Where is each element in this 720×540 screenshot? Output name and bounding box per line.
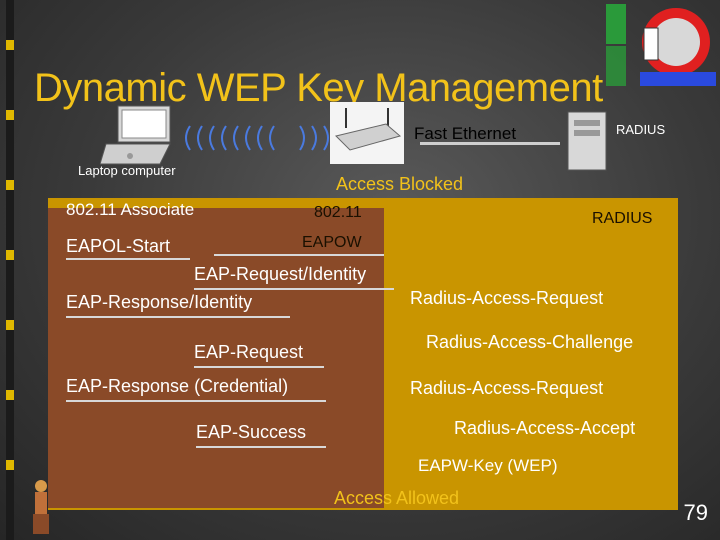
associate-label: 802.11 Associate [66, 200, 195, 219]
eapow-arrow [214, 254, 384, 256]
eap-request-arrow [194, 366, 324, 368]
ethernet-link-label: Fast Ethernet [414, 124, 517, 143]
radius-label: RADIUS [592, 210, 653, 227]
eap-response-identity-label: EAP-Response/Identity [66, 292, 253, 312]
left-decorative-bar [6, 0, 14, 540]
eap-request-identity-label: EAP-Request/Identity [194, 264, 367, 284]
ethernet-link-line [420, 142, 560, 145]
page-number: 79 [683, 500, 708, 525]
laptop-label: Laptop computer [78, 163, 176, 178]
eapow-label: EAPOW [302, 234, 362, 251]
eap-response-identity-arrow [66, 316, 290, 318]
laptop-icon [100, 105, 171, 165]
eap-request-identity-arrow [194, 288, 394, 290]
university-logo-icon [606, 4, 716, 86]
eap-response-credential-label: EAP-Response (Credential) [66, 376, 289, 396]
radius-access-challenge-label: Radius-Access-Challenge [426, 332, 634, 352]
eap-success-label: EAP-Success [196, 422, 307, 442]
slide-title: Dynamic WEP Key Management [34, 66, 603, 110]
radius-server-label: RADIUS [616, 122, 666, 137]
eap-success-arrow [196, 446, 326, 448]
ap-label: 802.11 [314, 204, 362, 221]
radius-access-request-1-label: Radius-Access-Request [410, 288, 604, 308]
eap-response-credential-arrow [66, 400, 326, 402]
radius-access-request-2-label: Radius-Access-Request [410, 378, 604, 398]
eapw-key-label: EAPW-Key (WEP) [418, 456, 558, 475]
eapol-start-label: EAPOL-Start [66, 236, 171, 256]
radius-server-icon [567, 111, 607, 171]
radius-access-accept-label: Radius-Access-Accept [454, 418, 636, 438]
decorative-figure-icon [33, 480, 49, 534]
access-allowed-label: Access Allowed [334, 488, 460, 508]
eap-request-label: EAP-Request [194, 342, 304, 362]
eapol-start-arrow [66, 258, 190, 260]
access-point-icon [330, 102, 404, 164]
access-blocked-label: Access Blocked [336, 174, 464, 194]
